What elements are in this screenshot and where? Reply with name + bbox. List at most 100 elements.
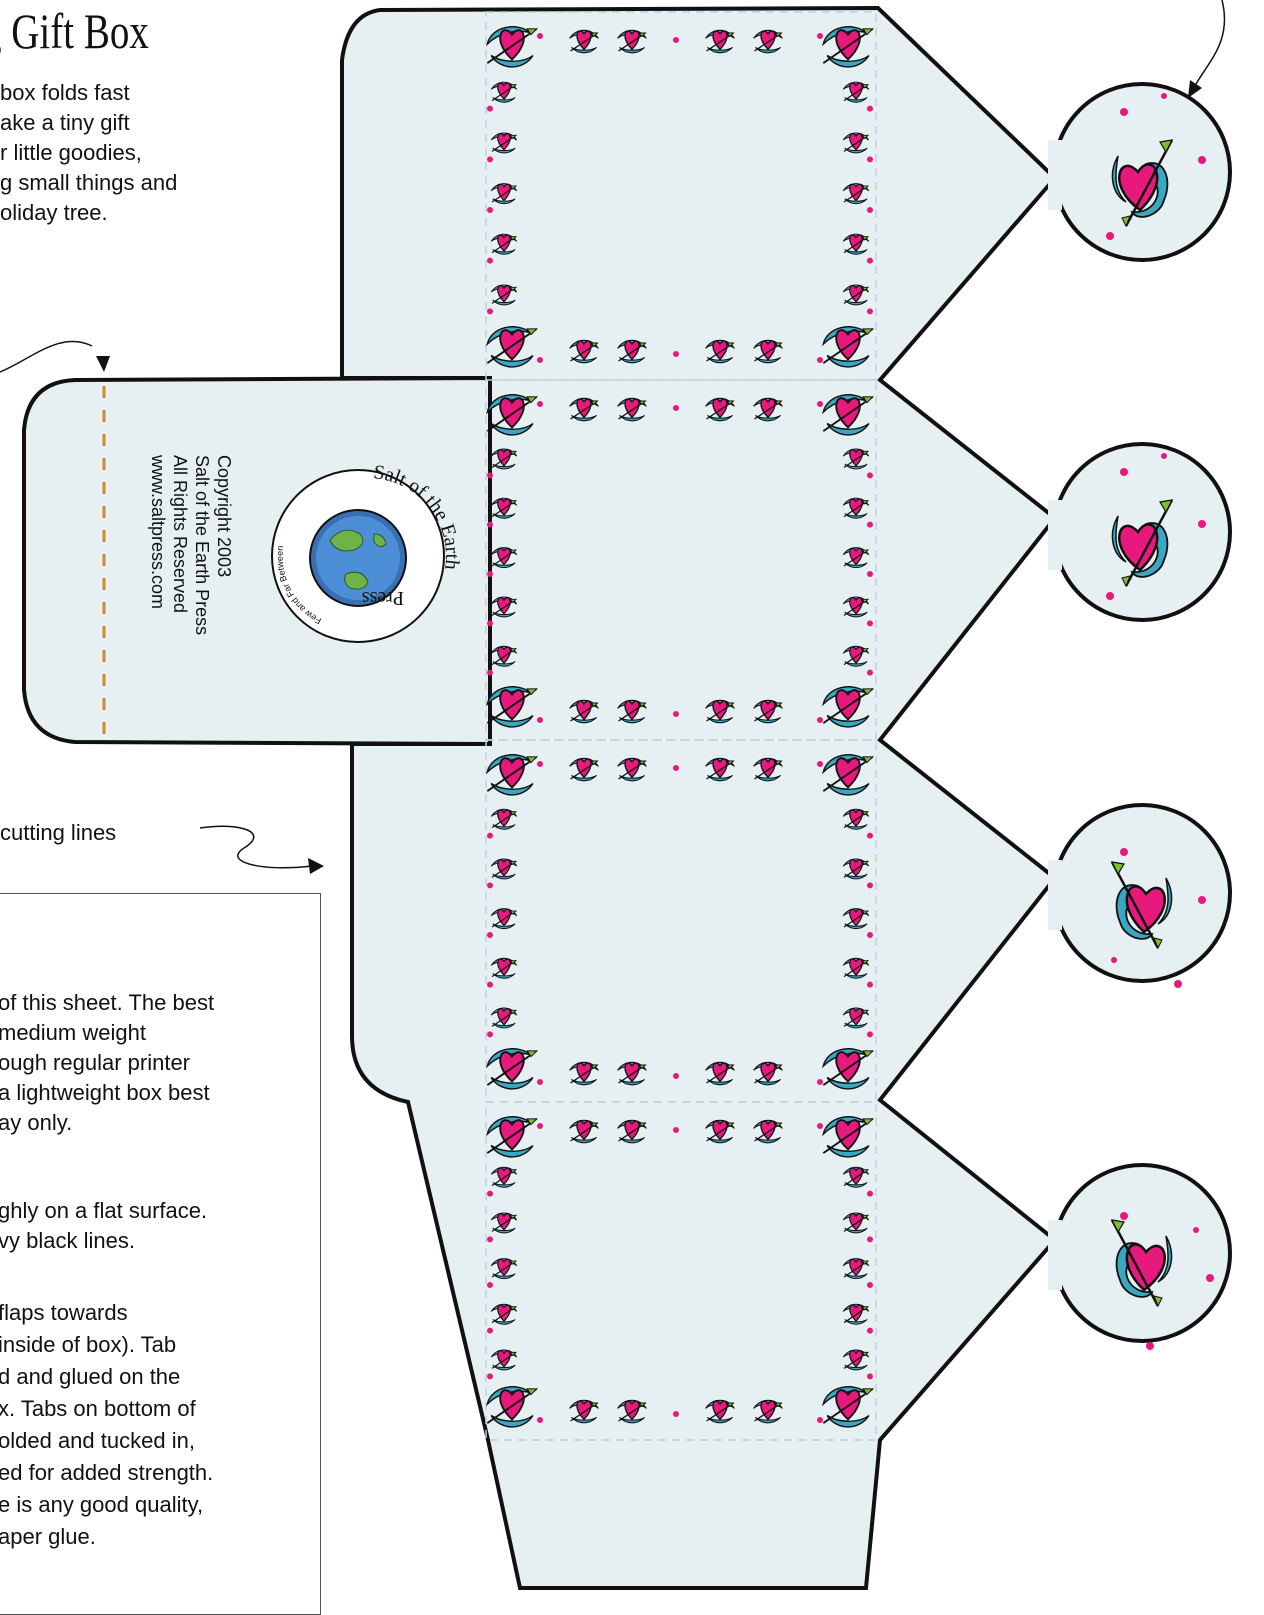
small-heart — [673, 765, 679, 771]
small-heart — [487, 156, 493, 163]
intro-line: g small things and — [0, 170, 178, 195]
instruction-line: ed for added strength. — [0, 1460, 214, 1485]
small-heart — [487, 832, 493, 839]
small-heart — [537, 717, 543, 723]
small-heart — [487, 105, 493, 112]
small-heart — [487, 1031, 493, 1038]
panel-fold-lines — [485, 11, 877, 1441]
instruction-line: aper glue. — [0, 1524, 96, 1549]
intro-line: r little goodies, — [0, 140, 142, 165]
copyright-line: www.saltpress.com — [148, 455, 168, 610]
small-heart — [537, 357, 543, 363]
instruction-line: olded and tucked in, — [0, 1428, 195, 1453]
copyright-line: All Rights Reserved — [170, 455, 190, 614]
tag-small-hearts — [1106, 93, 1214, 1350]
small-heart — [867, 1327, 873, 1334]
small-heart — [673, 711, 679, 717]
small-heart — [867, 156, 873, 163]
publisher-seal — [271, 469, 445, 643]
small-heart — [817, 1079, 823, 1085]
small-heart — [537, 33, 543, 39]
small-heart — [867, 832, 873, 839]
small-heart — [867, 571, 873, 577]
small-heart — [487, 571, 493, 577]
small-heart — [867, 932, 873, 938]
instruction-line: x. Tabs on bottom of — [0, 1396, 196, 1421]
instruction-line: ough regular printer — [0, 1050, 191, 1075]
small-heart — [537, 401, 543, 407]
small-heart — [487, 669, 493, 676]
intro-line: oliday tree. — [0, 200, 108, 225]
small-heart — [817, 717, 823, 723]
small-heart — [867, 521, 873, 528]
small-heart — [487, 521, 493, 528]
small-heart — [817, 761, 823, 767]
instruction-line: inside of box). Tab — [0, 1332, 177, 1357]
small-heart — [867, 1190, 873, 1197]
small-heart — [867, 1236, 873, 1243]
box-body-outline — [340, 5, 1058, 1590]
instruction-line: a lightweight box best — [0, 1080, 210, 1105]
small-heart — [487, 1327, 493, 1334]
small-heart — [487, 1236, 493, 1243]
small-heart — [673, 405, 679, 411]
small-heart — [817, 1417, 823, 1423]
small-heart — [487, 207, 493, 213]
small-heart — [673, 1127, 679, 1133]
gift-tag-circles — [1052, 82, 1232, 1343]
small-heart — [867, 1031, 873, 1038]
instruction-line: ghly on a flat surface. — [0, 1198, 208, 1223]
small-heart — [487, 882, 493, 889]
copyright-line: Copyright 2003 — [214, 455, 234, 578]
copyright-block: Copyright 2003 Salt of the Earth Press A… — [140, 455, 235, 685]
small-heart — [537, 1417, 543, 1423]
small-heart — [487, 932, 493, 938]
small-heart — [673, 1411, 679, 1417]
cutting-lines-label: cutting lines — [0, 820, 117, 845]
small-heart — [867, 472, 873, 479]
small-heart — [487, 1190, 493, 1197]
small-heart — [867, 105, 873, 112]
small-heart — [673, 351, 679, 357]
small-heart — [487, 1373, 493, 1380]
small-heart — [673, 37, 679, 43]
instruction-line: medium weight — [0, 1020, 146, 1045]
small-heart — [867, 620, 873, 627]
small-heart — [817, 357, 823, 363]
small-heart — [537, 761, 543, 767]
intro-line: ake a tiny gift — [0, 110, 130, 135]
pointer-arrows — [0, 0, 1226, 869]
small-heart — [817, 401, 823, 407]
arrow-head-icon — [1188, 80, 1202, 98]
instruction-line: of this sheet. The best — [0, 990, 215, 1015]
arrow-head-icon — [308, 858, 324, 874]
small-heart — [487, 1282, 493, 1288]
intro-paragraph: box folds fast ake a tiny gift r little … — [0, 78, 300, 228]
small-heart — [487, 257, 493, 264]
small-heart — [867, 207, 873, 213]
instruction-line: vy black lines. — [0, 1228, 135, 1253]
copyright-line: Salt of the Earth Press — [192, 455, 212, 636]
small-heart — [537, 1079, 543, 1085]
instruction-line: flaps towards — [0, 1300, 128, 1325]
arrow-head-icon — [96, 356, 110, 372]
side-glue-flap — [22, 375, 492, 747]
page-title: g Gift Box — [0, 3, 149, 59]
small-heart — [867, 1282, 873, 1288]
small-heart — [867, 981, 873, 988]
small-heart — [867, 882, 873, 889]
small-heart — [867, 669, 873, 676]
small-heart — [487, 981, 493, 988]
instructions-box: of this sheet. The best medium weight ou… — [0, 893, 321, 1615]
instruction-line: e is any good quality, — [0, 1492, 204, 1517]
instruction-line: d and glued on the — [0, 1364, 181, 1389]
small-heart — [817, 1123, 823, 1129]
small-heart — [867, 308, 873, 315]
intro-line: box folds fast — [0, 80, 130, 105]
small-heart — [487, 620, 493, 627]
small-heart — [487, 308, 493, 315]
small-heart — [817, 33, 823, 39]
small-heart — [867, 1373, 873, 1380]
small-heart — [673, 1073, 679, 1079]
